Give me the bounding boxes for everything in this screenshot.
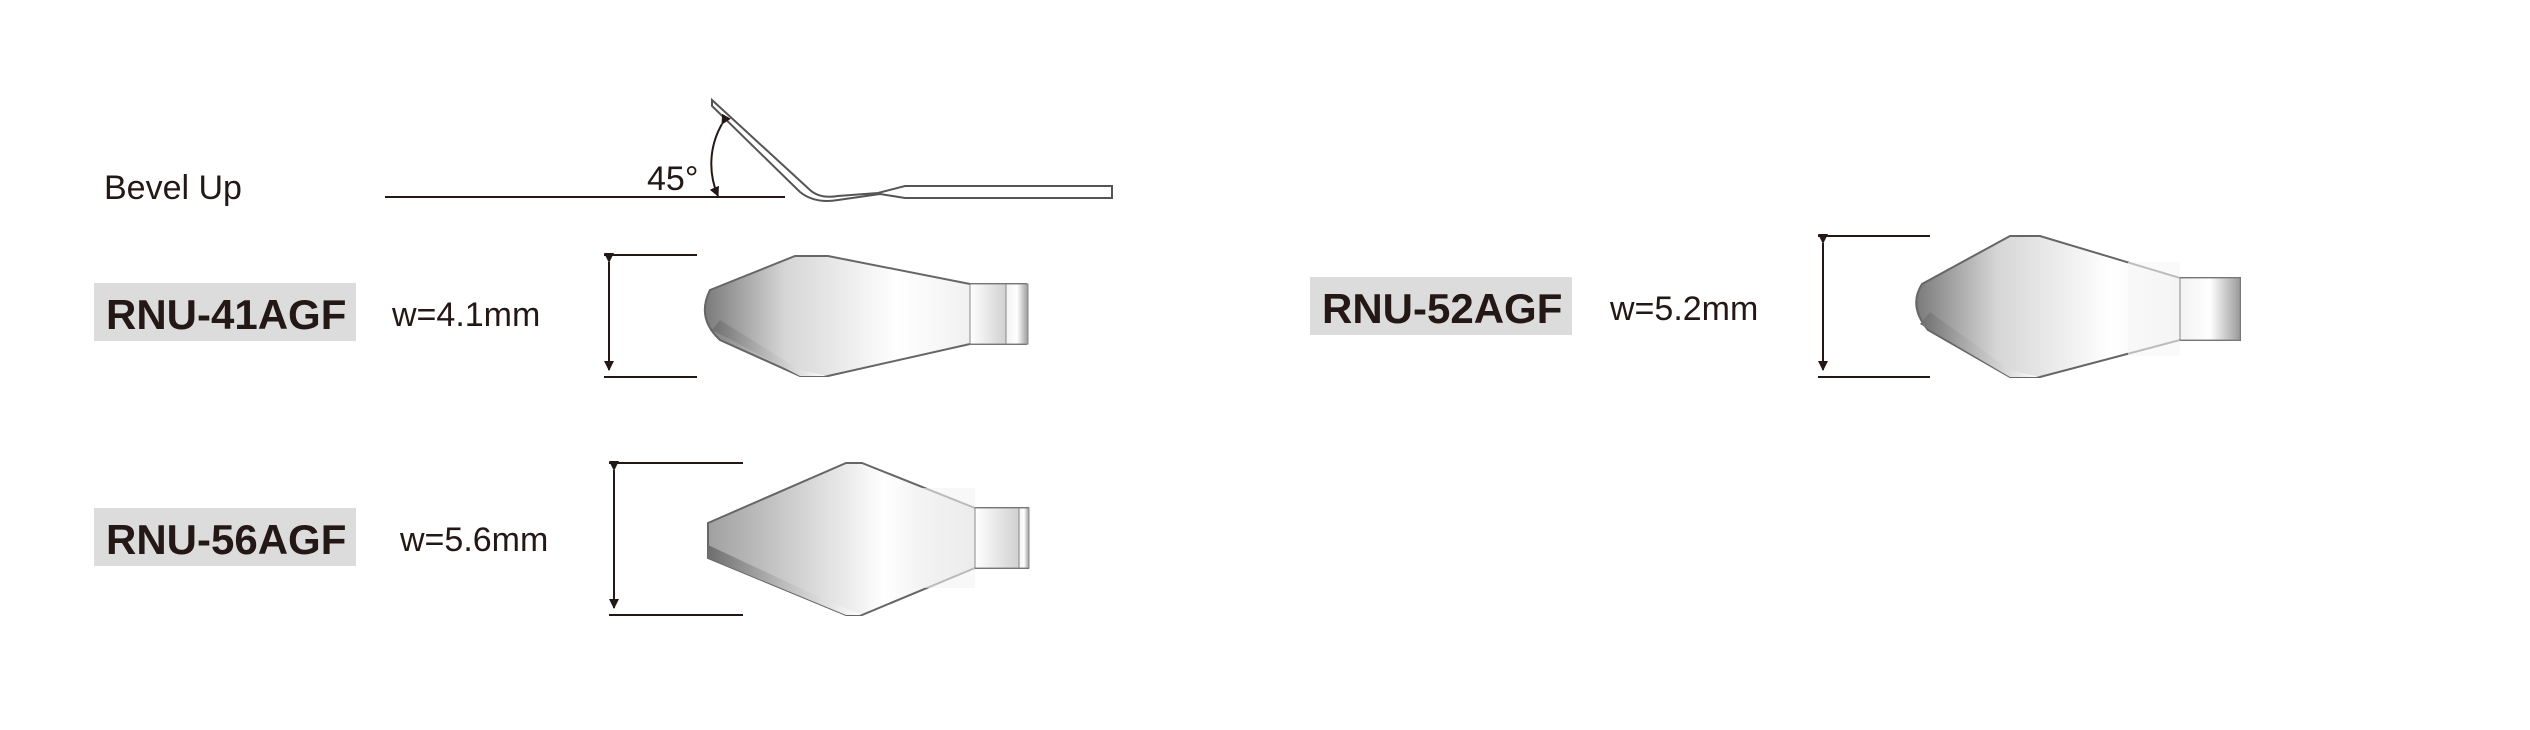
angle-arc (709, 113, 731, 197)
tip-shape (707, 462, 1030, 616)
width-dimension (609, 461, 743, 616)
model-label-bg (94, 508, 356, 566)
bevel-side-view (385, 97, 1113, 202)
bevel-label: Bevel Up (104, 169, 242, 207)
model-label: RNU-52AGF (1322, 285, 1562, 332)
model-label: RNU-41AGF (106, 291, 346, 338)
model-label-bg (1310, 277, 1572, 335)
tip-shape (1915, 235, 2241, 378)
width-label: w=4.1mm (391, 296, 540, 334)
model-label-bg (94, 283, 356, 341)
angle-label: 45° (647, 160, 698, 198)
model-label: RNU-56AGF (106, 516, 346, 563)
width-label: w=5.6mm (399, 521, 548, 559)
width-label: w=5.2mm (1609, 290, 1758, 328)
width-dimension (604, 253, 697, 378)
tip-shape (703, 255, 1029, 377)
width-dimension (1818, 234, 1930, 378)
